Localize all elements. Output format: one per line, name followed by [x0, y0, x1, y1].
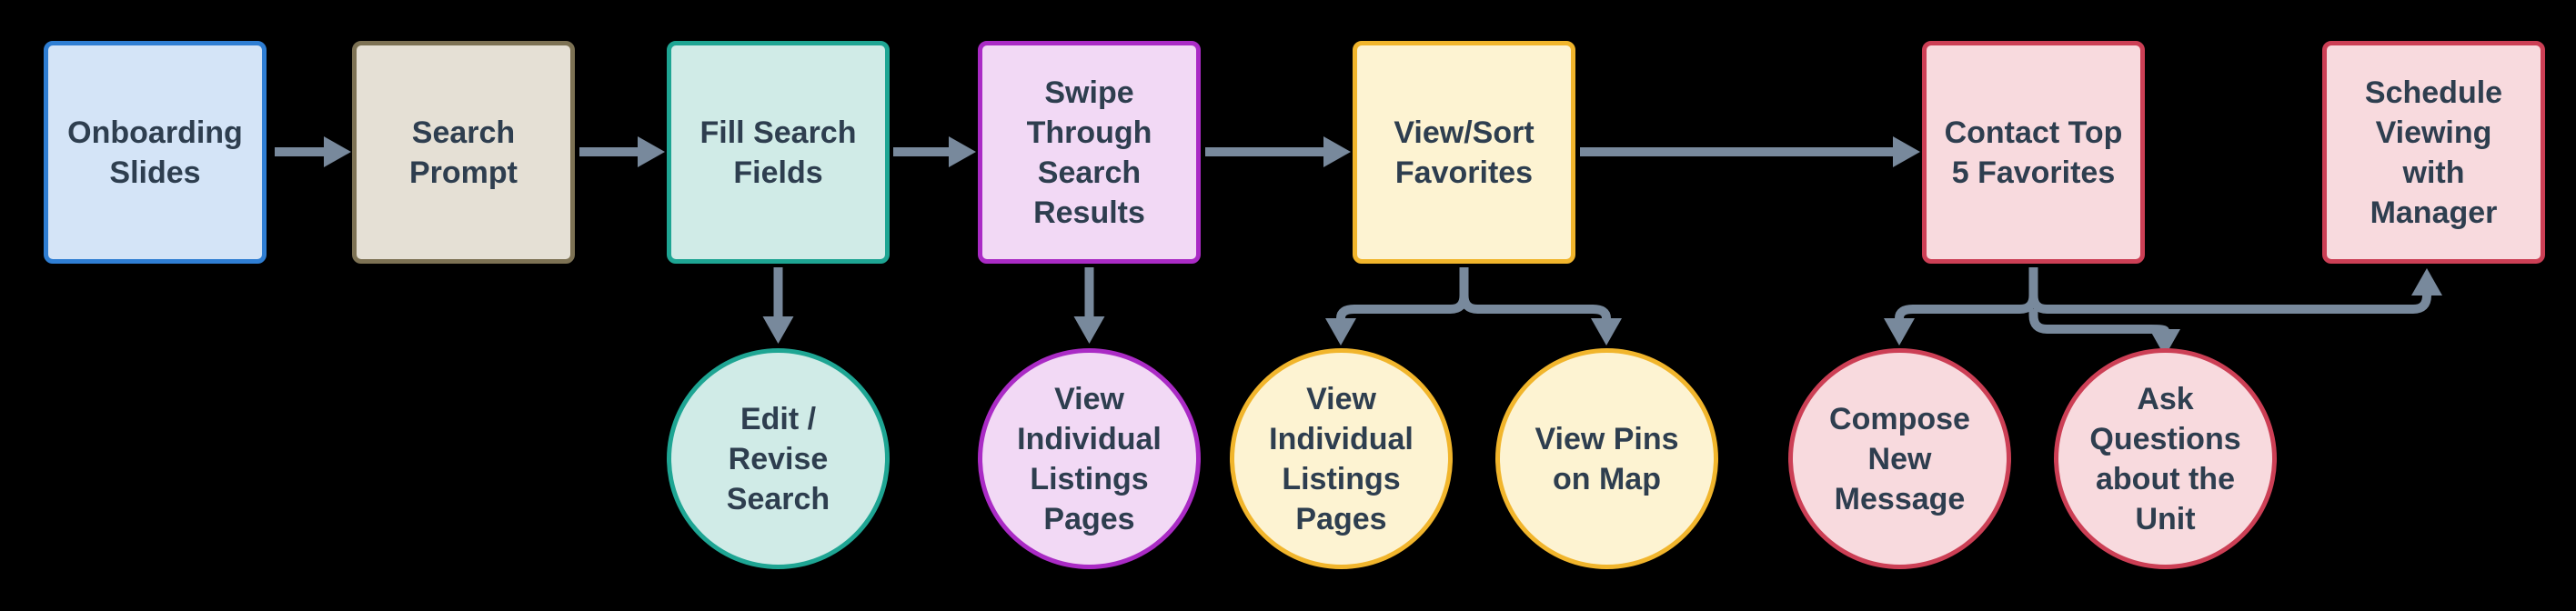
arrow-swipe-results-to-view-listings [1073, 267, 1105, 344]
substage-edit-revise-search: Edit / Revise Search [667, 348, 890, 569]
substage-label: View Individual Listings Pages [1017, 381, 1162, 536]
arrow-fill-fields-to-edit-revise [762, 267, 794, 344]
arrow-view-sort-to-view-pins [1459, 295, 1622, 346]
substage-compose-new-message: Compose New Message [1788, 348, 2011, 569]
stage-label: Contact Top 5 Favorites [1944, 115, 2123, 190]
stage-onboarding-slides: Onboarding Slides [44, 41, 267, 264]
arrow-fill-fields-to-swipe-results [893, 136, 976, 167]
arrow-view-sort-to-view-listings [1325, 267, 1469, 346]
stage-swipe-search-results: Swipe Through Search Results [978, 41, 1201, 264]
arrow-contact-to-compose [1884, 267, 2038, 346]
stage-search-prompt: Search Prompt [352, 41, 575, 264]
stage-label: Schedule Viewing with Manager [2364, 75, 2503, 230]
stage-fill-search-fields: Fill Search Fields [667, 41, 890, 264]
substage-view-listings-purple: View Individual Listings Pages [978, 348, 1201, 569]
stage-label: Search Prompt [409, 115, 518, 190]
stage-label: Fill Search Fields [699, 115, 857, 190]
arrow-contact-to-schedule-viewing [2028, 268, 2442, 314]
stage-view-sort-favorites: View/Sort Favorites [1353, 41, 1575, 264]
substage-label: View Pins on Map [1535, 421, 1679, 496]
arrow-swipe-results-to-view-sort [1205, 136, 1351, 167]
arrow-search-prompt-to-fill-fields [579, 136, 665, 167]
stage-schedule-viewing: Schedule Viewing with Manager [2322, 41, 2545, 264]
substage-view-listings-yellow: View Individual Listings Pages [1230, 348, 1453, 569]
substage-view-pins-on-map: View Pins on Map [1495, 348, 1718, 569]
stage-label: View/Sort Favorites [1394, 115, 1535, 190]
arrow-view-sort-to-contact-top5 [1580, 136, 1920, 167]
substage-label: Compose New Message [1829, 401, 1970, 516]
arrow-onboarding-to-search-prompt [275, 136, 351, 167]
substage-label: View Individual Listings Pages [1269, 381, 1414, 536]
stage-label: Swipe Through Search Results [1026, 75, 1152, 230]
substage-label: Ask Questions about the Unit [2089, 381, 2241, 536]
stage-contact-top5: Contact Top 5 Favorites [1922, 41, 2145, 264]
stage-label: Onboarding Slides [67, 115, 243, 190]
arrow-contact-to-ask-questions [2028, 309, 2180, 356]
substage-label: Edit / Revise Search [726, 401, 830, 516]
substage-ask-questions-unit: Ask Questions about the Unit [2054, 348, 2277, 569]
